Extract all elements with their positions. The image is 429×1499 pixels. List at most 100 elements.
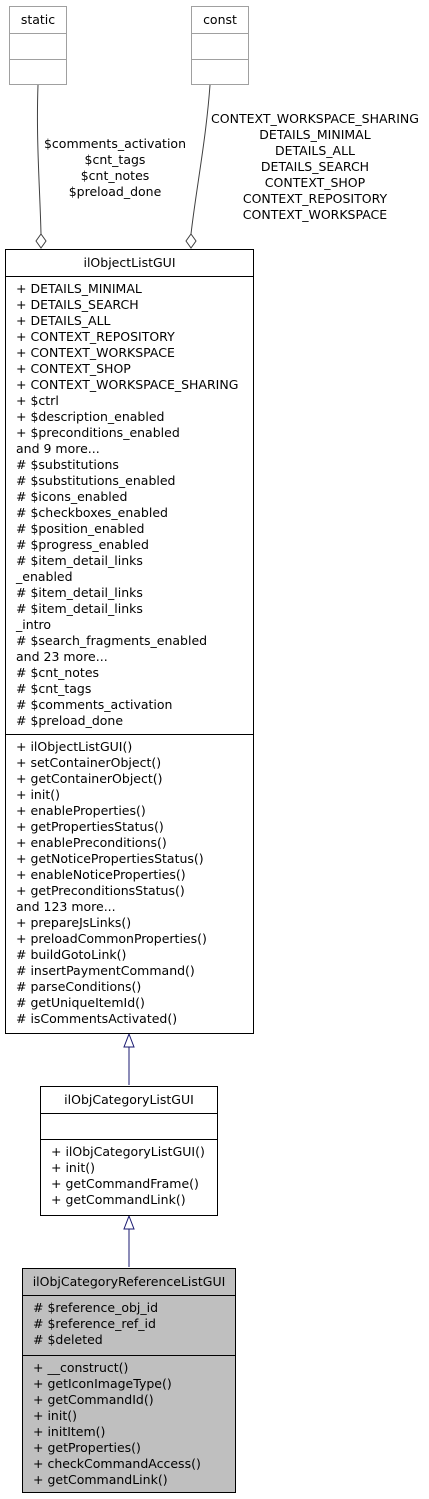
const-class-attributes bbox=[192, 34, 248, 60]
class-method: + enableProperties() bbox=[16, 803, 146, 818]
static-class-box: static bbox=[9, 6, 67, 85]
class-attribute: and 23 more... bbox=[16, 649, 108, 664]
class-method: + getPreconditionsStatus() bbox=[16, 883, 185, 898]
class-attribute: + CONTEXT_WORKSPACE bbox=[16, 345, 175, 360]
class-attribute: # $reference_ref_id bbox=[33, 1316, 156, 1331]
const-aggregation-diamond bbox=[185, 233, 197, 249]
class-method: + getCommandId() bbox=[33, 1392, 154, 1407]
class-attribute: # $preload_done bbox=[16, 713, 124, 728]
object-list-gui-methods: + ilObjectListGUI()+ setContainerObject(… bbox=[6, 735, 253, 1031]
class-attribute: + $preconditions_enabled bbox=[16, 425, 180, 440]
class-attribute: # $position_enabled bbox=[16, 521, 145, 536]
object-list-gui-attributes: + DETAILS_MINIMAL+ DETAILS_SEARCH+ DETAI… bbox=[6, 277, 253, 735]
obj-category-list-gui-methods: + ilObjCategoryListGUI()+ init()+ getCom… bbox=[41, 1140, 217, 1212]
static-class-attributes bbox=[10, 34, 66, 60]
obj-category-reference-list-gui-methods: + __construct()+ getIconImageType()+ get… bbox=[23, 1356, 235, 1492]
obj-category-reference-list-gui-title: ilObjCategoryReferenceListGUI bbox=[23, 1269, 235, 1296]
edge-label-line: $cnt_notes bbox=[80, 168, 150, 183]
class-method: # getUniqueItemId() bbox=[16, 995, 145, 1010]
edge-label-line: CONTEXT_SHOP bbox=[264, 175, 366, 190]
obj-category-list-gui-title: ilObjCategoryListGUI bbox=[41, 1087, 217, 1114]
const-aggregation-edge bbox=[190, 84, 211, 235]
inheritance-arrow-category bbox=[123, 1032, 135, 1048]
const-class-methods bbox=[192, 60, 248, 85]
class-method: + enablePreconditions() bbox=[16, 835, 167, 850]
class-attribute: _intro bbox=[16, 617, 52, 632]
edge-label-line: CONTEXT_REPOSITORY bbox=[242, 191, 388, 206]
object-list-gui-title: ilObjectListGUI bbox=[6, 250, 253, 277]
const-edge-label: CONTEXT_WORKSPACE_SHARING DETAILS_MINIMA… bbox=[206, 111, 424, 223]
class-attribute: + $ctrl bbox=[16, 393, 59, 408]
static-aggregation-diamond bbox=[35, 233, 47, 249]
class-method: + getPropertiesStatus() bbox=[16, 819, 164, 834]
edge-label-line: CONTEXT_WORKSPACE bbox=[242, 207, 388, 222]
class-method: # isCommentsActivated() bbox=[16, 1011, 178, 1026]
class-method: + checkCommandAccess() bbox=[33, 1456, 201, 1471]
class-attribute: + DETAILS_MINIMAL bbox=[16, 281, 142, 296]
class-attribute: + $description_enabled bbox=[16, 409, 165, 424]
class-attribute: + DETAILS_ALL bbox=[16, 313, 111, 328]
class-method: + ilObjectListGUI() bbox=[16, 739, 133, 754]
class-method: + getProperties() bbox=[33, 1440, 141, 1455]
class-method: + getCommandLink() bbox=[51, 1192, 186, 1207]
class-method: # buildGotoLink() bbox=[16, 947, 127, 962]
edge-label-line: DETAILS_ALL bbox=[274, 143, 356, 158]
class-method: + getCommandLink() bbox=[33, 1472, 168, 1487]
class-method: + prepareJsLinks() bbox=[16, 915, 132, 930]
class-attribute: # $cnt_notes bbox=[16, 665, 100, 680]
class-method: + initItem() bbox=[33, 1424, 106, 1439]
edge-label-line: CONTEXT_WORKSPACE_SHARING bbox=[211, 111, 419, 126]
class-method: + getNoticePropertiesStatus() bbox=[16, 851, 204, 866]
const-class-title: const bbox=[192, 7, 248, 34]
edge-label-line: DETAILS_MINIMAL bbox=[259, 127, 371, 142]
static-class-methods bbox=[10, 60, 66, 85]
class-method: + getContainerObject() bbox=[16, 771, 163, 786]
class-method: + getCommandFrame() bbox=[51, 1176, 199, 1191]
class-method: + enableNoticeProperties() bbox=[16, 867, 186, 882]
class-attribute: + DETAILS_SEARCH bbox=[16, 297, 139, 312]
class-method: # insertPaymentCommand() bbox=[16, 963, 195, 978]
class-method: and 123 more... bbox=[16, 899, 116, 914]
class-attribute: # $item_detail_links bbox=[16, 585, 143, 600]
class-method: + ilObjCategoryListGUI() bbox=[51, 1144, 205, 1159]
static-class-title: static bbox=[10, 7, 66, 34]
class-attribute: _enabled bbox=[16, 569, 73, 584]
edge-label-line: $preload_done bbox=[68, 184, 162, 199]
class-method: + init() bbox=[51, 1160, 95, 1175]
obj-category-list-gui-class-box: ilObjCategoryListGUI + ilObjCategoryList… bbox=[40, 1086, 218, 1216]
class-attribute: # $cnt_tags bbox=[16, 681, 92, 696]
class-attribute: # $deleted bbox=[33, 1332, 103, 1347]
class-attribute: and 9 more... bbox=[16, 441, 100, 456]
class-attribute: + CONTEXT_WORKSPACE_SHARING bbox=[16, 377, 239, 392]
const-class-box: const bbox=[191, 6, 249, 85]
class-method: + init() bbox=[16, 787, 60, 802]
class-method: + preloadCommonProperties() bbox=[16, 931, 207, 946]
class-attribute: + CONTEXT_SHOP bbox=[16, 361, 131, 376]
static-aggregation-edge bbox=[36, 84, 42, 235]
class-attribute: # $comments_activation bbox=[16, 697, 173, 712]
class-attribute: # $checkboxes_enabled bbox=[16, 505, 168, 520]
edge-label-line: $cnt_tags bbox=[84, 152, 146, 167]
class-attribute: # $item_detail_links bbox=[16, 553, 143, 568]
static-edge-label: $comments_activation $cnt_tags $cnt_note… bbox=[40, 136, 190, 200]
obj-category-reference-list-gui-class-box: ilObjCategoryReferenceListGUI # $referen… bbox=[22, 1268, 236, 1493]
class-method: + init() bbox=[33, 1408, 77, 1423]
class-attribute: # $icons_enabled bbox=[16, 489, 128, 504]
class-attribute: # $search_fragments_enabled bbox=[16, 633, 208, 648]
class-attribute: # $substitutions_enabled bbox=[16, 473, 176, 488]
inheritance-arrow-reference bbox=[123, 1214, 135, 1230]
class-method: + setContainerObject() bbox=[16, 755, 162, 770]
class-attribute: # $progress_enabled bbox=[16, 537, 149, 552]
class-attribute: # $reference_obj_id bbox=[33, 1300, 159, 1315]
edge-label-line: DETAILS_SEARCH bbox=[260, 159, 370, 174]
class-method: + __construct() bbox=[33, 1360, 129, 1375]
class-attribute: + CONTEXT_REPOSITORY bbox=[16, 329, 175, 344]
obj-category-list-gui-attributes bbox=[41, 1114, 217, 1140]
class-attribute: # $substitutions bbox=[16, 457, 119, 472]
class-method: + getIconImageType() bbox=[33, 1376, 172, 1391]
obj-category-reference-list-gui-attributes: # $reference_obj_id# $reference_ref_id# … bbox=[23, 1296, 235, 1356]
object-list-gui-class-box: ilObjectListGUI + DETAILS_MINIMAL+ DETAI… bbox=[5, 249, 254, 1034]
edge-label-line: $comments_activation bbox=[43, 136, 186, 151]
class-method: # parseConditions() bbox=[16, 979, 142, 994]
